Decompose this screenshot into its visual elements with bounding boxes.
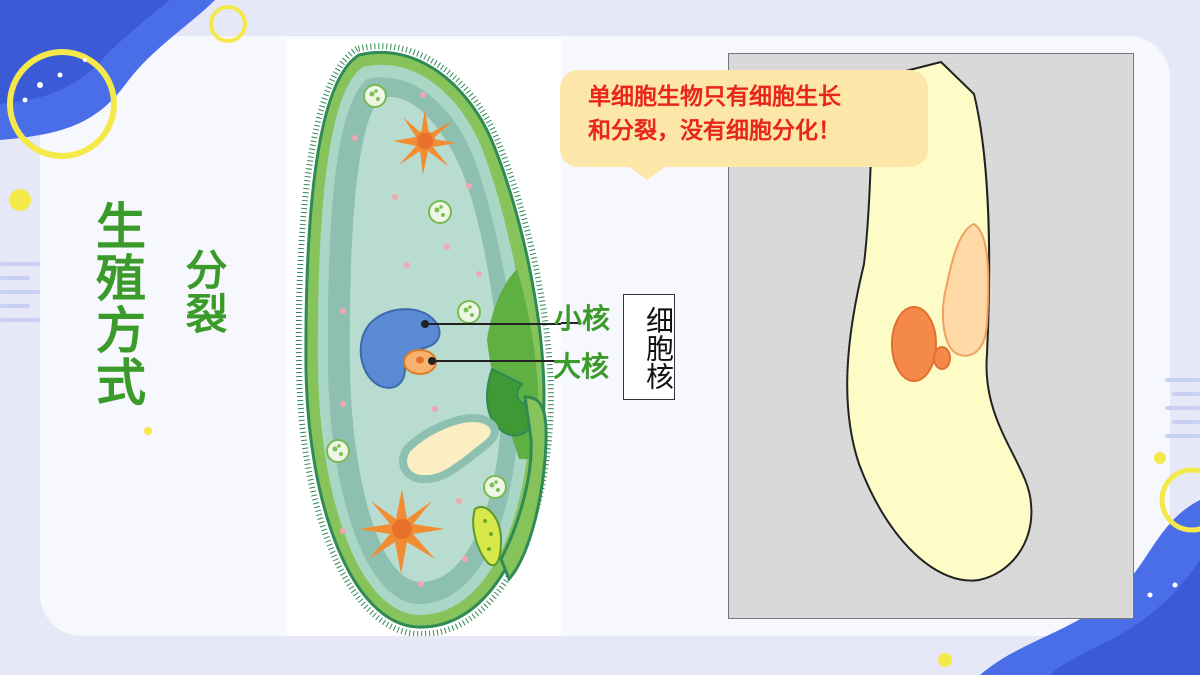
- fission-label: 分裂: [179, 248, 228, 336]
- micronucleus-anim: [933, 346, 951, 370]
- nucleus-group-label: 细胞核: [623, 294, 675, 400]
- callout-tail: [625, 164, 669, 180]
- callout-bubble: 单细胞生物只有细胞生长 和分裂，没有细胞分化！: [560, 70, 928, 167]
- micronucleus-label: 小核: [554, 302, 611, 335]
- callout-line-2: 和分裂，没有细胞分化！: [588, 118, 841, 144]
- contractile-vacuole-bottom: [359, 489, 445, 574]
- macronucleus-anim: [891, 306, 937, 382]
- callout-line-1: 单细胞生物只有细胞生长: [588, 84, 841, 110]
- dividing-paramecium: [729, 54, 1133, 618]
- paramecium-diagram-panel: [287, 39, 561, 638]
- paramecium-diagram: [295, 43, 561, 638]
- fission-animation-panel: [728, 53, 1134, 619]
- reproduction-mode-title: 生殖方式: [88, 200, 146, 408]
- pointer-line-ext: [561, 322, 581, 324]
- macronucleus-label: 大核: [553, 350, 610, 383]
- contractile-vacuole-top: [393, 109, 457, 175]
